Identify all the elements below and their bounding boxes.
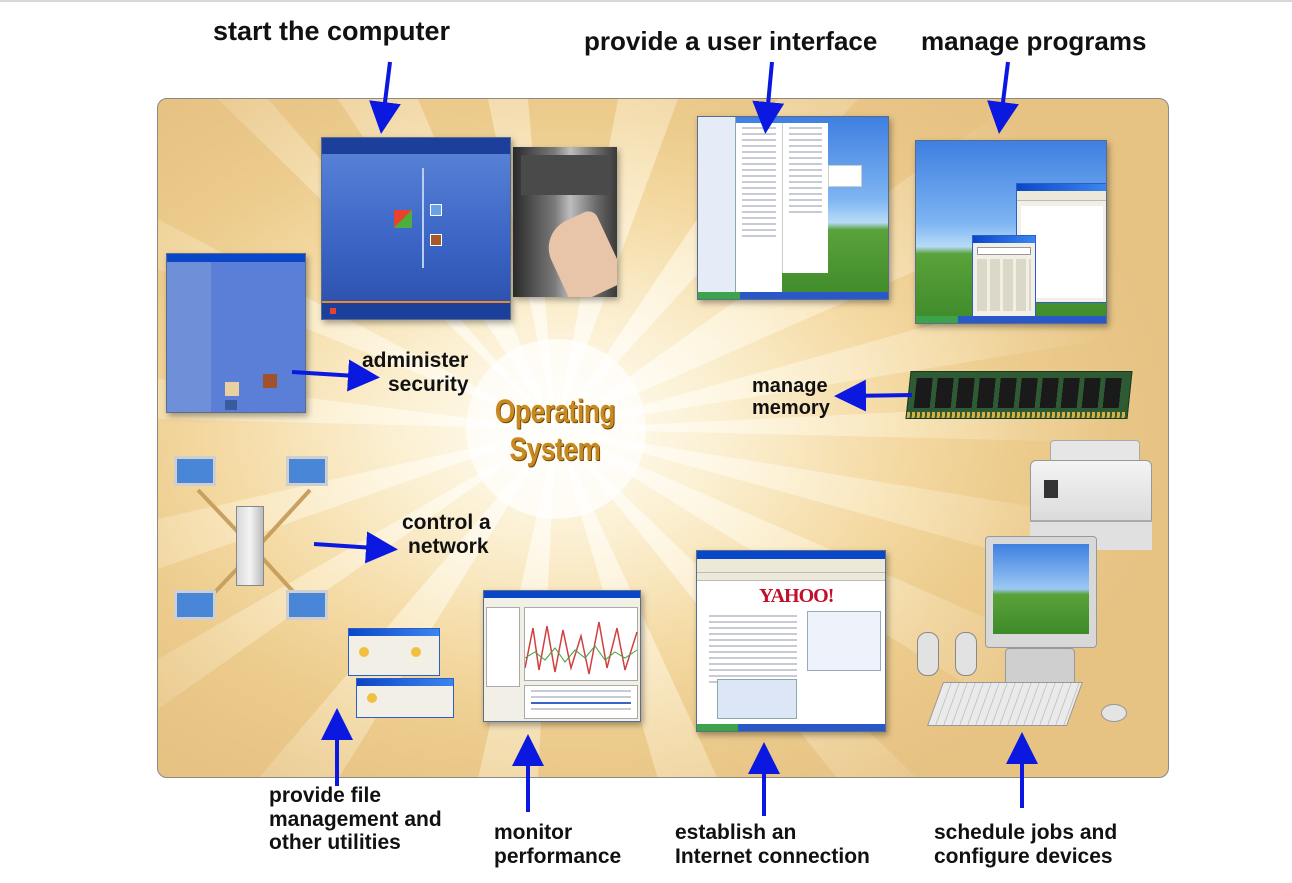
- label-line: performance: [494, 845, 621, 869]
- label-manage-memory: manage memory: [752, 375, 830, 420]
- power-button-hand: [513, 147, 617, 297]
- label-schedule-jobs: schedule jobs and configure devices: [934, 821, 1117, 868]
- label-internet-connection: establish an Internet connection: [675, 821, 870, 868]
- label-line: configure devices: [934, 845, 1117, 869]
- laptop-icon: [286, 456, 328, 486]
- operating-system-title: Operating System: [485, 392, 624, 469]
- start-menu-screen: [697, 116, 889, 300]
- desktop-windows-screen: [915, 140, 1107, 324]
- label-start-computer: start the computer: [213, 16, 450, 46]
- user-accounts-screen: [166, 253, 306, 413]
- label-line: schedule jobs and: [934, 821, 1117, 845]
- label-line: management and: [269, 808, 442, 832]
- label-line: memory: [752, 397, 830, 419]
- laptop-network: [170, 450, 340, 650]
- label-file-management: provide file management and other utilit…: [269, 784, 442, 855]
- label-line: network: [402, 535, 491, 559]
- title-line: Operating: [485, 392, 624, 430]
- label-monitor-performance: monitor performance: [494, 821, 621, 868]
- label-line: monitor: [494, 821, 621, 845]
- title-line: System: [485, 430, 624, 468]
- label-line: security: [362, 373, 469, 397]
- label-line: administer: [362, 349, 469, 373]
- yahoo-logo: YAHOO!: [759, 585, 833, 608]
- speaker-icon: [917, 632, 939, 676]
- label-line: provide file: [269, 784, 442, 808]
- label-administer-security: administer security: [362, 349, 469, 396]
- top-divider: [0, 0, 1292, 2]
- laptop-icon: [286, 590, 328, 620]
- label-control-network: control a network: [402, 511, 491, 558]
- label-user-interface: provide a user interface: [584, 27, 877, 56]
- browser-yahoo-screen: YAHOO!: [696, 550, 886, 732]
- keyboard: [927, 682, 1083, 726]
- label-line: control a: [402, 511, 491, 535]
- laptop-icon: [174, 590, 216, 620]
- performance-graph: [525, 608, 639, 682]
- performance-monitor-screen: [483, 590, 641, 722]
- label-manage-programs: manage programs: [921, 27, 1146, 56]
- desktop-computer: [905, 536, 1145, 736]
- xp-boot-screen: [321, 137, 511, 320]
- label-line: Internet connection: [675, 845, 870, 869]
- label-line: other utilities: [269, 831, 442, 855]
- speaker-icon: [955, 632, 977, 676]
- file-dialog-window: [356, 678, 454, 718]
- mouse-icon: [1101, 704, 1127, 722]
- network-switch: [236, 506, 264, 586]
- label-line: establish an: [675, 821, 870, 845]
- file-dialog-window: [348, 628, 440, 676]
- label-line: manage: [752, 375, 830, 397]
- ram-module: [905, 371, 1132, 419]
- monitor: [985, 536, 1097, 648]
- laptop-icon: [174, 456, 216, 486]
